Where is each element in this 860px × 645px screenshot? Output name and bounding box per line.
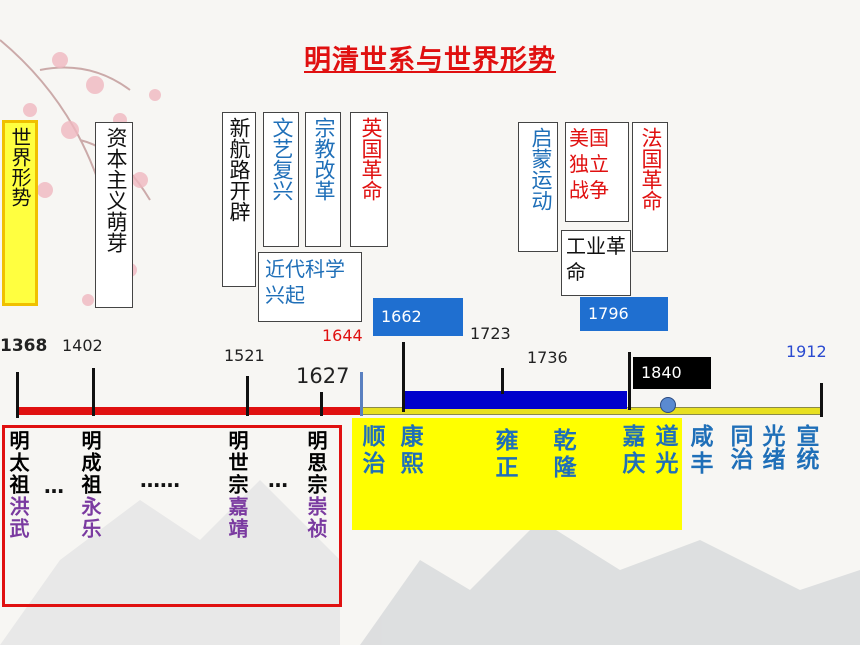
year-1521: 1521 bbox=[224, 346, 265, 365]
event-new-route-text: 新航路开辟 bbox=[227, 117, 251, 222]
tick-1402 bbox=[92, 368, 95, 416]
qing-highlight-area bbox=[352, 418, 682, 530]
ming-timeline-bar bbox=[18, 407, 362, 415]
ming-emperor-shizong: 明世宗嘉靖 bbox=[225, 430, 249, 540]
event-science-text: 近代科学兴起 bbox=[265, 257, 345, 307]
qing-emperor: 咸丰 bbox=[686, 424, 712, 478]
qing-emperor: 同治 bbox=[726, 424, 752, 470]
event-french-revolution-text: 法国革命 bbox=[639, 127, 663, 211]
ming-temple-name: 明太祖 bbox=[6, 430, 30, 496]
ming-emperor-sizong: 明思宗崇祯 bbox=[304, 430, 328, 540]
ming-era-name: 洪武 bbox=[6, 496, 30, 540]
event-science: 近代科学兴起 bbox=[258, 252, 362, 322]
event-industrial-revolution: 工业革命 bbox=[561, 230, 631, 296]
qing-emperor: 乾隆 bbox=[549, 428, 575, 482]
page-title: 明清世系与世界形势 bbox=[304, 45, 556, 76]
year-1723: 1723 bbox=[470, 324, 511, 343]
event-reformation: 宗教改革 bbox=[305, 112, 341, 247]
event-french-revolution: 法国革命 bbox=[632, 122, 668, 252]
mountain-icon bbox=[0, 480, 860, 645]
ming-era-name: 嘉靖 bbox=[225, 496, 249, 540]
event-renaissance: 文艺复兴 bbox=[263, 112, 299, 247]
year-1840: 1840 bbox=[633, 357, 711, 389]
year-1402: 1402 bbox=[62, 336, 103, 355]
kangqian-era-bar bbox=[402, 391, 627, 409]
qing-emperor: 雍正 bbox=[491, 428, 517, 482]
year-1368: 1368 bbox=[0, 336, 48, 356]
year-1644: 1644 bbox=[322, 326, 363, 345]
event-english-revolution-text: 英国革命 bbox=[359, 117, 383, 201]
year-1662: 1662 bbox=[373, 298, 463, 336]
event-new-route: 新航路开辟 bbox=[222, 112, 256, 287]
event-english-revolution: 英国革命 bbox=[350, 112, 388, 247]
ming-emperor-taizu: 明太祖洪武 bbox=[6, 430, 30, 540]
qing-emperor: 康熙 bbox=[396, 424, 422, 478]
event-american-revolution: 美国独立战争 bbox=[565, 122, 629, 222]
dynasty-divider bbox=[360, 372, 363, 416]
tick-1627 bbox=[320, 392, 323, 416]
ming-temple-name: 明成祖 bbox=[78, 430, 102, 496]
event-renaissance-text: 文艺复兴 bbox=[270, 117, 294, 201]
tick-1521 bbox=[246, 376, 249, 416]
tick-1736 bbox=[501, 368, 504, 394]
event-capitalism: 资本主义萌芽 bbox=[95, 122, 133, 308]
qing-emperor: 光绪 bbox=[758, 424, 784, 470]
ming-emperor-chengzu: 明成祖永乐 bbox=[78, 430, 102, 540]
ellipsis: … bbox=[44, 474, 64, 498]
ellipsis: … bbox=[268, 468, 288, 492]
ming-era-name: 永乐 bbox=[78, 496, 102, 540]
year-1627: 1627 bbox=[296, 364, 350, 388]
ellipsis: …… bbox=[140, 468, 180, 492]
ming-era-name: 崇祯 bbox=[304, 496, 328, 540]
ming-temple-name: 明思宗 bbox=[304, 430, 328, 496]
tick-1662 bbox=[402, 342, 405, 412]
year-1736: 1736 bbox=[527, 348, 568, 367]
year-1796: 1796 bbox=[580, 297, 668, 331]
event-enlightenment-text: 启蒙运动 bbox=[529, 127, 553, 211]
tick-1912 bbox=[820, 383, 823, 417]
event-enlightenment: 启蒙运动 bbox=[518, 122, 558, 252]
event-capitalism-text: 资本主义萌芽 bbox=[104, 127, 128, 253]
world-situation-label: 世界形势 bbox=[2, 120, 38, 306]
event-reformation-text: 宗教改革 bbox=[312, 117, 336, 201]
ming-emperors-frame bbox=[2, 425, 342, 607]
qing-emperor: 顺治 bbox=[358, 424, 384, 478]
event-american-revolution-text: 美国独立战争 bbox=[569, 126, 609, 202]
world-situation-text: 世界形势 bbox=[8, 127, 32, 207]
year-1912: 1912 bbox=[786, 342, 827, 361]
qing-emperor: 嘉庆 bbox=[618, 424, 644, 478]
event-industrial-revolution-text: 工业革命 bbox=[566, 234, 626, 284]
opium-war-marker bbox=[660, 397, 676, 413]
tick-1796 bbox=[628, 352, 631, 410]
ming-temple-name: 明世宗 bbox=[225, 430, 249, 496]
qing-emperor: 宣统 bbox=[792, 424, 818, 470]
tick-1368 bbox=[16, 372, 19, 418]
qing-emperor: 道光 bbox=[651, 424, 677, 478]
